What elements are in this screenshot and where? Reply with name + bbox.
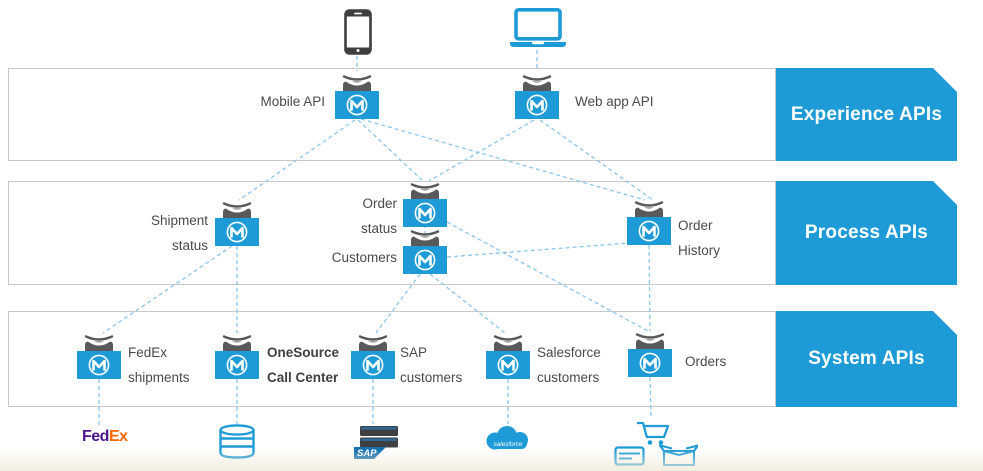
label-order-status: Order status: [360, 196, 397, 236]
salesforce-logo-text: salesforce: [494, 441, 523, 448]
api-node-orders: [628, 331, 672, 377]
label-customers: Customers: [331, 250, 397, 265]
label-sap-customers: SAP customers: [400, 345, 463, 385]
connection-order-history-orders: [648, 244, 651, 332]
experience-layer-row: [8, 68, 776, 161]
connection-mobile-api-order-history: [360, 118, 646, 201]
salesforce-cloud-icon: salesforce: [482, 425, 534, 453]
connection-customers-sap-customers: [375, 273, 421, 334]
label-order-history: Order History: [678, 218, 721, 258]
api-node-order-history: [627, 199, 671, 245]
experience-apis-banner: Experience APIs: [776, 68, 957, 161]
connection-shipment-status-fedex-shipments: [102, 245, 233, 334]
api-node-onesource-call-center: [215, 333, 259, 379]
api-node-order-status: [403, 181, 447, 227]
label-fedex-shipments: FedEx shipments: [128, 345, 190, 385]
label-shipment-status: Shipment status: [150, 213, 208, 253]
process-apis-banner: Process APIs: [776, 181, 957, 285]
connection-orders-orders-backend: [649, 376, 652, 419]
connection-mobile-api-shipment-status: [238, 119, 356, 201]
connection-order-status-orders: [446, 221, 649, 332]
connection-customers-salesforce-customers: [429, 273, 506, 334]
bottom-shading: [0, 449, 983, 471]
api-node-shipment-status: [215, 200, 259, 246]
system-apis-banner: System APIs: [776, 311, 957, 407]
api-node-mobile-api: [335, 73, 379, 119]
connection-web-app-api-order-history: [539, 119, 654, 201]
connection-mobile-api-order-status: [357, 119, 424, 182]
fedex-logo: FedEx: [82, 428, 128, 446]
fedex-logo-ex: Ex: [108, 428, 128, 445]
api-node-customers: [403, 228, 447, 274]
connection-customers-order-history: [446, 242, 630, 258]
label-onesource-call-center: OneSource Call Center: [267, 345, 340, 385]
experience-apis-banner-label: Experience APIs: [790, 103, 943, 125]
process-apis-banner-label: Process APIs: [804, 222, 929, 243]
connection-web-app-api-order-status: [428, 119, 535, 182]
laptop-icon: [510, 8, 566, 48]
label-mobile-api: Mobile API: [260, 94, 325, 109]
fedex-logo-fed: Fed: [82, 428, 109, 445]
label-web-app-api: Web app API: [575, 94, 654, 109]
system-apis-banner-label: System APIs: [808, 348, 925, 369]
label-salesforce-customers: Salesforce customers: [537, 345, 601, 385]
api-node-sap-customers: [351, 333, 395, 379]
api-node-salesforce-customers: [486, 333, 530, 379]
mobile-phone-icon: [344, 9, 372, 55]
label-orders: Orders: [685, 354, 727, 369]
api-node-web-app-api: [515, 73, 559, 119]
api-node-fedex-shipments: [77, 333, 121, 379]
